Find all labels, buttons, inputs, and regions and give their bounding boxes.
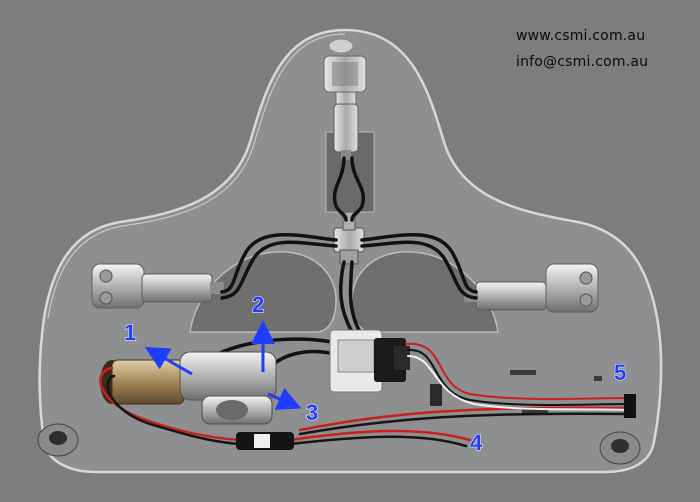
mounting-feet — [37, 423, 641, 465]
right-actuator — [464, 263, 599, 313]
valve-block — [329, 329, 410, 393]
website-text: www.csmi.com.au — [516, 28, 646, 44]
wiring — [99, 342, 630, 448]
callout-1: 1 — [124, 320, 136, 345]
callout-5: 5 — [614, 360, 626, 385]
callout-2: 2 — [252, 292, 264, 317]
left-actuator — [91, 263, 224, 309]
slot — [522, 408, 548, 413]
pump-motor — [100, 351, 277, 425]
inline-fuse — [236, 432, 294, 450]
slot — [510, 370, 536, 375]
callout-3: 3 — [306, 400, 318, 425]
callout-4: 4 — [470, 430, 483, 455]
callout-arrows — [144, 320, 302, 410]
slot — [594, 376, 602, 381]
slot — [430, 384, 442, 406]
top-actuator — [323, 38, 367, 160]
plate-edge-highlight — [47, 33, 346, 319]
servo-connector — [624, 394, 636, 418]
email-text: info@csmi.com.au — [516, 54, 649, 70]
